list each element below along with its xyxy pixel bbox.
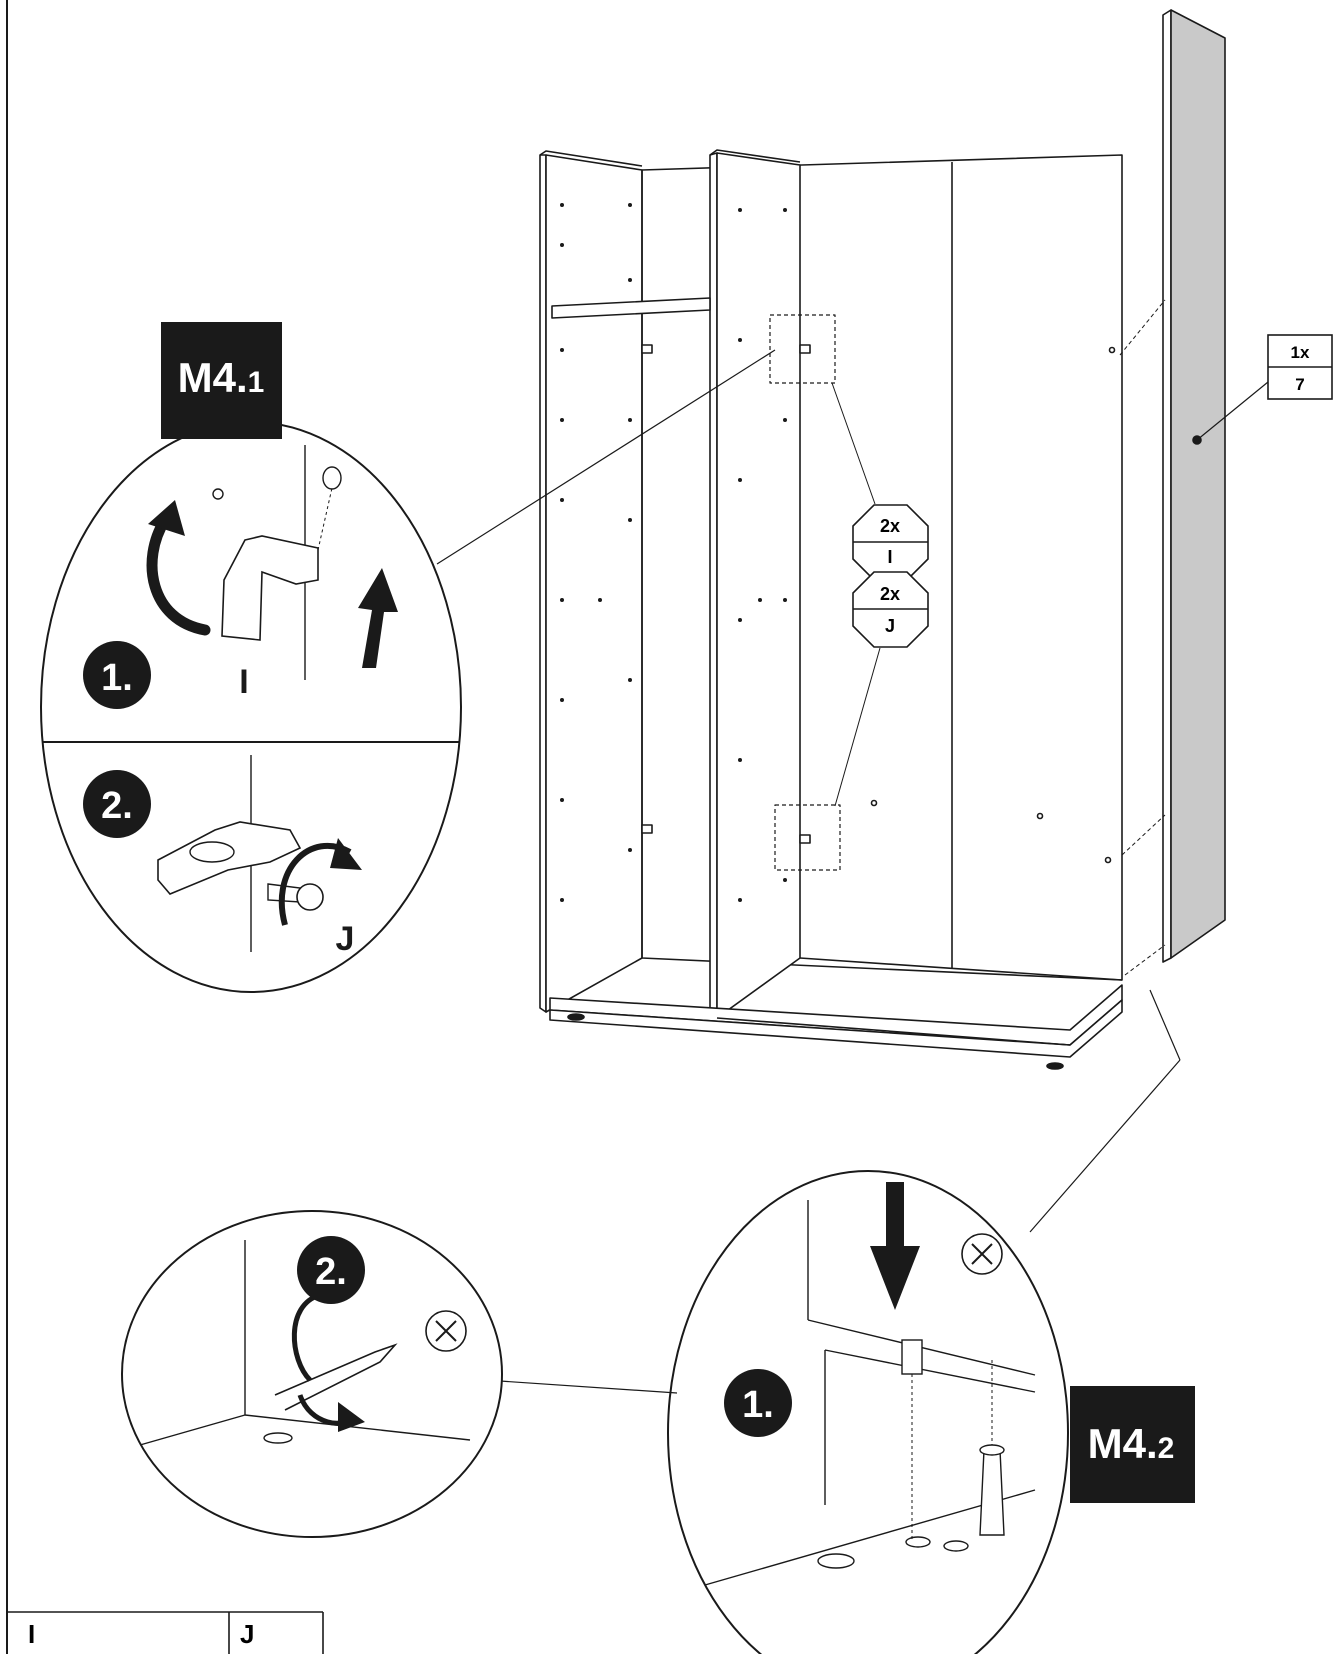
hinge-bracket-1 [641, 344, 653, 354]
screw-rotate-arrow-head-icon [330, 838, 362, 870]
detail-m42-leader [1029, 1059, 1181, 1233]
panel-7-leader [1196, 381, 1269, 441]
dowel-icon [901, 1339, 923, 1375]
detail-m42-step2-circle [121, 1210, 503, 1538]
wardrobe-carcass [539, 149, 1123, 1070]
m41-step2-text: 2. [101, 785, 133, 827]
m41-step1-part: I [239, 663, 248, 701]
callout-part-j: J [885, 616, 895, 636]
up-arrow-icon [358, 568, 398, 668]
detail-m42-step2-leader [499, 1380, 678, 1394]
callout-qty-j: 2x [880, 584, 900, 604]
m42-floor-hole-3 [943, 1540, 969, 1552]
hinge-bracket-4 [799, 834, 811, 844]
detail-box-upper [769, 314, 836, 384]
m42-step1-badge [724, 1369, 792, 1437]
legend-col2: J [240, 1619, 254, 1649]
detail-box-lower [774, 804, 841, 871]
middle-divider-panel [709, 152, 718, 1019]
m42-floor-hole-1 [817, 1553, 855, 1569]
cam-bolt-icon [979, 1449, 1005, 1536]
top-edge-left [539, 150, 643, 167]
m42-step2-text: 2. [315, 1251, 347, 1293]
m42-step1-text: 1. [742, 1384, 774, 1426]
back-hole-2 [870, 799, 878, 807]
left-side-panel [539, 154, 547, 1013]
callout-leader-bottom [834, 647, 881, 807]
detail-m42-step2 [121, 1210, 678, 1538]
part-box-part: 7 [1295, 375, 1304, 394]
m42-floor [704, 1489, 1036, 1586]
left-side-panel-face [545, 154, 643, 1013]
callout-leader-top [831, 382, 876, 505]
m41-guide [317, 487, 333, 551]
m42s2-floor-right [244, 1414, 471, 1441]
panel-7-guide-1 [1119, 299, 1166, 356]
step-label-m41-prefix: M4. [178, 354, 248, 401]
side-panel-7-edge [1162, 9, 1172, 963]
floor-line-2 [716, 1017, 1071, 1046]
screwdriver-rotate-head-icon [338, 1402, 365, 1432]
step-label-m41-text: M4.1 [178, 354, 265, 401]
side-panel-7 [1119, 9, 1269, 976]
down-arrow-icon [870, 1182, 920, 1310]
m41-step2-badge [83, 770, 151, 838]
shelf-pin-holes [560, 203, 787, 902]
hardware-legend [8, 1611, 324, 1654]
detail-m41 [40, 349, 776, 993]
hinge-bracket-icon [221, 535, 319, 641]
back-hole-1 [1108, 346, 1116, 354]
m41-hole-small [212, 488, 224, 500]
back-hole-3 [1036, 812, 1044, 820]
foot-left [567, 1013, 585, 1021]
m42s2-floor-hole [263, 1432, 293, 1444]
cam-lock-cross-icon [971, 1243, 993, 1265]
hinge-bracket-3 [799, 344, 811, 354]
step-label-m42 [1070, 1386, 1195, 1503]
panel-7-guide-2 [1121, 814, 1166, 856]
middle-divider-face [716, 152, 801, 1019]
m42-floor-hole-2 [905, 1536, 931, 1548]
m41-step1-badge [83, 641, 151, 709]
part-box: 1x 7 [1267, 334, 1333, 400]
m41-step2-part: J [336, 920, 355, 958]
side-panel-7-face [1170, 9, 1226, 959]
step-label-m41-suffix: 1 [248, 366, 265, 399]
floor-line [799, 957, 1123, 981]
rotate-arrow-icon [146, 514, 211, 636]
screw-j-head-icon [296, 883, 324, 911]
panel-7-guide-3 [1124, 944, 1166, 976]
m42-panel-bottom-2 [824, 1349, 1036, 1393]
m42s2-floor-left [139, 1414, 246, 1446]
m41-bracket-slot [189, 841, 235, 863]
hat-shelf [551, 297, 711, 319]
cam-lock-step2-cross-icon [435, 1320, 457, 1342]
screwdriver-rotate-icon [291, 1292, 321, 1382]
foot-right [1046, 1062, 1064, 1070]
step-label-m42-text: M4.2 [1088, 1420, 1175, 1467]
cam-bolt-head-icon [979, 1444, 1005, 1456]
detail-m42-leader-2 [1149, 989, 1181, 1061]
callout-part-i: I [887, 547, 892, 567]
part-box-qty: 1x [1291, 343, 1310, 362]
screwdriver-icon [274, 1343, 398, 1411]
step-label-m41 [161, 322, 282, 439]
detail-m42-circle [667, 1170, 1069, 1654]
detail-m41-leader [436, 349, 776, 565]
callout-qty-i: 2x [880, 516, 900, 536]
m41-step1-text: 1. [101, 657, 133, 699]
back-hole-4 [1104, 856, 1112, 864]
step-label-m42-prefix: M4. [1088, 1420, 1158, 1467]
m42-step2-badge [297, 1236, 365, 1304]
step-label-m42-suffix: 2 [1158, 1432, 1175, 1465]
top-edge-mid [709, 149, 801, 163]
detail-m42-main [667, 989, 1181, 1654]
hinge-bracket-2 [641, 824, 653, 834]
legend-col1: I [28, 1619, 35, 1649]
hardware-callouts [831, 382, 929, 807]
rotate-arrow-head-icon [148, 500, 185, 536]
page-frame [6, 0, 8, 1654]
